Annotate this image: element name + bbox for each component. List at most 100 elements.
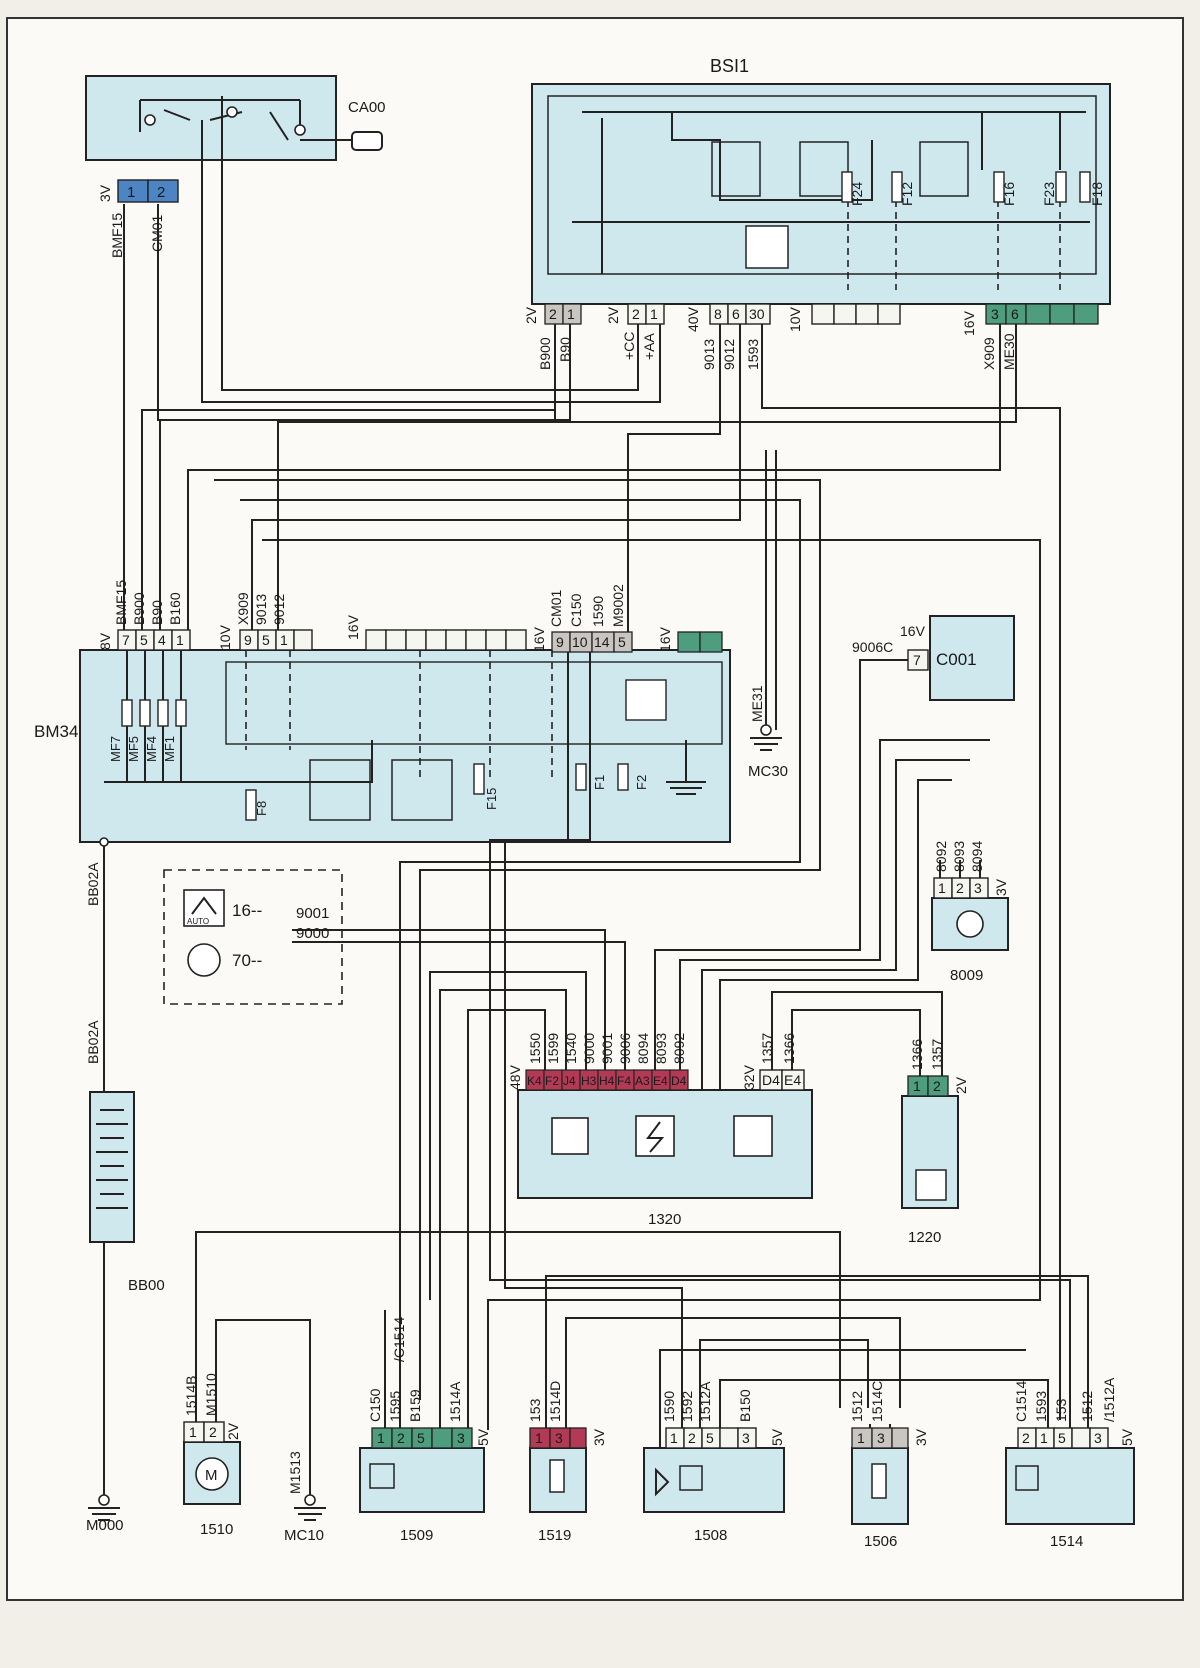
relay-coil-icon xyxy=(679,1465,703,1491)
svg-text:A3: A3 xyxy=(635,1074,650,1088)
ca00-box xyxy=(85,75,337,161)
svg-text:9006C: 9006C xyxy=(852,639,893,655)
svg-text:40V: 40V xyxy=(685,306,701,332)
svg-text:CM01: CM01 xyxy=(548,589,564,627)
svg-text:B90: B90 xyxy=(557,337,573,362)
svg-text:MC10: MC10 xyxy=(284,1527,324,1544)
svg-text:153: 153 xyxy=(1053,1398,1069,1422)
svg-text:1540: 1540 xyxy=(563,1033,579,1064)
svg-text:16V: 16V xyxy=(345,614,361,640)
svg-text:9006: 9006 xyxy=(617,1033,633,1064)
svg-text:BB02A: BB02A xyxy=(85,862,101,906)
svg-text:9000: 9000 xyxy=(296,925,329,942)
svg-text:F1: F1 xyxy=(592,775,607,790)
svg-text:2: 2 xyxy=(549,306,557,322)
svg-text:B159: B159 xyxy=(407,1389,423,1422)
m1514-box xyxy=(1005,1447,1135,1525)
svg-text:/C1514: /C1514 xyxy=(391,1317,407,1362)
fuse-f24-icon xyxy=(841,171,853,203)
svg-text:3V: 3V xyxy=(993,878,1009,896)
svg-text:F8: F8 xyxy=(254,801,269,816)
svg-text:1506: 1506 xyxy=(864,1533,897,1550)
svg-text:2: 2 xyxy=(1022,1430,1030,1446)
svg-text:MC30: MC30 xyxy=(748,763,788,780)
svg-text:AUTO: AUTO xyxy=(187,917,209,926)
bsi1-connector-c: 8 6 30 40V 9013 9012 1593 xyxy=(685,303,771,370)
svg-text:H3: H3 xyxy=(581,1074,597,1088)
resistor-icon xyxy=(871,1463,887,1499)
svg-text:1512A: 1512A xyxy=(697,1381,713,1422)
bm34-inner xyxy=(225,661,723,745)
svg-text:1: 1 xyxy=(189,1424,197,1440)
battery-icon xyxy=(89,1091,135,1243)
svg-text:2: 2 xyxy=(209,1424,217,1440)
svg-text:1519: 1519 xyxy=(538,1527,571,1544)
svg-text:1550: 1550 xyxy=(527,1033,543,1064)
svg-text:B900: B900 xyxy=(537,337,553,370)
svg-text:9000: 9000 xyxy=(581,1033,597,1064)
m1509-box xyxy=(359,1447,485,1513)
svg-text:5V: 5V xyxy=(475,1428,491,1446)
svg-text:5: 5 xyxy=(262,632,270,648)
bsi1-box xyxy=(531,83,1111,305)
svg-text:C150: C150 xyxy=(367,1388,383,1422)
svg-text:16V: 16V xyxy=(900,623,926,639)
svg-text:1508: 1508 xyxy=(694,1527,727,1544)
svg-text:X909: X909 xyxy=(235,592,251,625)
m1510-connector: 1 2 2V 1514B M1510 M 1510 xyxy=(183,1373,241,1538)
svg-text:H4: H4 xyxy=(599,1074,615,1088)
fuse-f23-label: F23 xyxy=(1041,182,1057,206)
svg-text:8092: 8092 xyxy=(933,841,949,872)
svg-text:3: 3 xyxy=(555,1430,563,1446)
svg-text:BMF15: BMF15 xyxy=(109,213,125,258)
fuse-f15-icon xyxy=(473,763,485,795)
svg-text:1592: 1592 xyxy=(679,1391,695,1422)
svg-text:1: 1 xyxy=(127,184,135,201)
svg-text:5: 5 xyxy=(706,1430,714,1446)
bm34-connector-a: 7 5 4 1 8V BMF15 B900 B90 B160 xyxy=(97,580,191,651)
fuse-mf1-icon xyxy=(175,699,187,727)
fuse-f2-icon xyxy=(617,763,629,791)
fuse-mf7-icon xyxy=(121,699,133,727)
svg-text:2: 2 xyxy=(632,306,640,322)
resistor-icon xyxy=(549,1459,565,1493)
fuse-f12-icon xyxy=(891,171,903,203)
svg-text:5: 5 xyxy=(140,632,148,648)
svg-text:2V: 2V xyxy=(605,306,621,324)
wiring xyxy=(103,96,1089,1500)
svg-text:M1513: M1513 xyxy=(287,1451,303,1494)
fuse-f23-icon xyxy=(1055,171,1067,203)
svg-text:1510: 1510 xyxy=(200,1521,233,1538)
svg-text:16V: 16V xyxy=(657,626,673,652)
m8009-connector: 1 2 3 3V 8092 8093 8094 8009 xyxy=(933,841,1009,984)
svg-text:F2: F2 xyxy=(634,775,649,790)
fuse-f18-icon xyxy=(1079,171,1091,203)
svg-text:9013: 9013 xyxy=(253,594,269,625)
m1509-connector: 1 2 5 3 5V C150 1595 B159 1514A /C1514 1… xyxy=(367,1317,491,1544)
fuse-f16-label: F16 xyxy=(1001,182,1017,206)
svg-text:2V: 2V xyxy=(953,1076,969,1094)
svg-text:2: 2 xyxy=(688,1430,696,1446)
svg-text:+AA: +AA xyxy=(641,332,657,360)
svg-text:M: M xyxy=(205,1467,218,1484)
svg-text:16V: 16V xyxy=(961,310,977,336)
svg-text:CM01: CM01 xyxy=(149,214,165,252)
svg-text:9: 9 xyxy=(556,634,564,650)
ca00-connector: 1 2 3V BMF15 CM01 xyxy=(97,179,179,258)
auto-wiper-icon xyxy=(183,889,225,927)
svg-text:B150: B150 xyxy=(737,1389,753,1422)
svg-text:5V: 5V xyxy=(1119,1428,1135,1446)
svg-text:3: 3 xyxy=(457,1430,465,1446)
svg-text:6: 6 xyxy=(1011,306,1019,322)
svg-text:2: 2 xyxy=(956,880,964,896)
bsi1-internal xyxy=(572,111,1090,290)
mc10-ground: M1513 MC10 xyxy=(284,1451,326,1544)
fan-motor-icon xyxy=(195,1457,229,1491)
svg-text:7: 7 xyxy=(122,632,130,648)
cruise-control-icon xyxy=(187,943,221,977)
mc30-ground: ME31 MC30 xyxy=(748,450,788,780)
svg-text:9001: 9001 xyxy=(296,905,329,922)
ecu-chip-icon xyxy=(551,1117,589,1155)
svg-text:C1514: C1514 xyxy=(1013,1381,1029,1422)
c001-box xyxy=(929,615,1015,701)
